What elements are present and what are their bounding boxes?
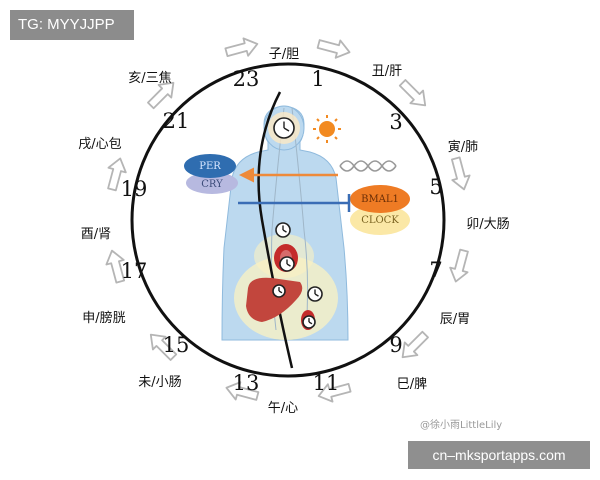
ring-arrow xyxy=(316,39,351,59)
ring-arrow xyxy=(449,248,469,283)
organ-label: 巳/脾 xyxy=(397,377,427,392)
ring-arrow xyxy=(105,249,126,284)
hour-label: 23 xyxy=(233,67,260,91)
organ-label: 午/心 xyxy=(268,401,298,416)
hour-label: 13 xyxy=(233,371,260,395)
watermark-tag: TG: MYYJJPP xyxy=(10,10,134,40)
hour-label: 5 xyxy=(429,175,442,199)
clock-icon xyxy=(302,315,316,329)
hour-label: 9 xyxy=(389,333,402,357)
per-label: PER xyxy=(199,161,221,172)
organ-label: 丑/肝 xyxy=(372,64,402,79)
hour-label: 17 xyxy=(121,259,148,283)
organ-label: 申/膀胱 xyxy=(82,310,125,326)
cry-label: CRY xyxy=(201,179,223,190)
bmal1-protein xyxy=(350,185,410,213)
site-banner: cn–mksportapps.com xyxy=(408,441,590,469)
ring-arrow xyxy=(147,81,175,110)
moon-icon xyxy=(199,304,216,335)
hour-label: 11 xyxy=(313,371,340,395)
liver-icon xyxy=(246,277,303,322)
cry-protein xyxy=(186,172,238,194)
clock-circle xyxy=(130,62,446,378)
organ-label: 卯/大肠 xyxy=(466,217,509,232)
ring-arrow xyxy=(107,157,127,192)
clock-icon xyxy=(273,117,295,139)
organ-label: 寅/肺 xyxy=(448,139,478,155)
dna-icon xyxy=(339,160,397,172)
hour-label: 15 xyxy=(163,333,190,357)
clock-label: CLOCK xyxy=(361,215,399,226)
ring-arrow xyxy=(224,37,259,58)
per-protein xyxy=(184,154,236,178)
organ-label: 子/胆 xyxy=(269,47,299,62)
ring-arrow xyxy=(398,79,427,107)
organ-label: 亥/三焦 xyxy=(128,71,171,86)
clock-icon xyxy=(307,286,323,302)
ring-arrow xyxy=(149,333,178,361)
hour-label: 7 xyxy=(429,258,442,282)
clock-icon xyxy=(272,284,286,298)
hour-label: 3 xyxy=(389,110,402,134)
hour-label: 21 xyxy=(163,109,190,133)
bmal1-label: BMAL1 xyxy=(361,194,399,205)
clock-ring-arrows xyxy=(105,37,471,403)
organ-label: 酉/肾 xyxy=(81,227,111,242)
clock-icon xyxy=(279,256,295,272)
organ-label: 戌/心包 xyxy=(78,137,121,152)
ring-arrow xyxy=(450,156,471,191)
ring-arrow xyxy=(317,382,352,403)
day-night-divider xyxy=(257,91,294,369)
organ-label: 未/小肠 xyxy=(138,375,181,390)
clock-protein xyxy=(350,205,410,235)
sun-icon xyxy=(313,115,341,143)
organ-label: 辰/胃 xyxy=(440,312,470,327)
hour-label: 19 xyxy=(121,177,148,201)
clock-icon xyxy=(275,222,291,238)
hour-label: 1 xyxy=(311,67,324,91)
ring-arrow xyxy=(401,330,429,359)
ring-arrow xyxy=(225,381,260,401)
author-credit: @徐小雨LittleLily xyxy=(420,418,502,431)
